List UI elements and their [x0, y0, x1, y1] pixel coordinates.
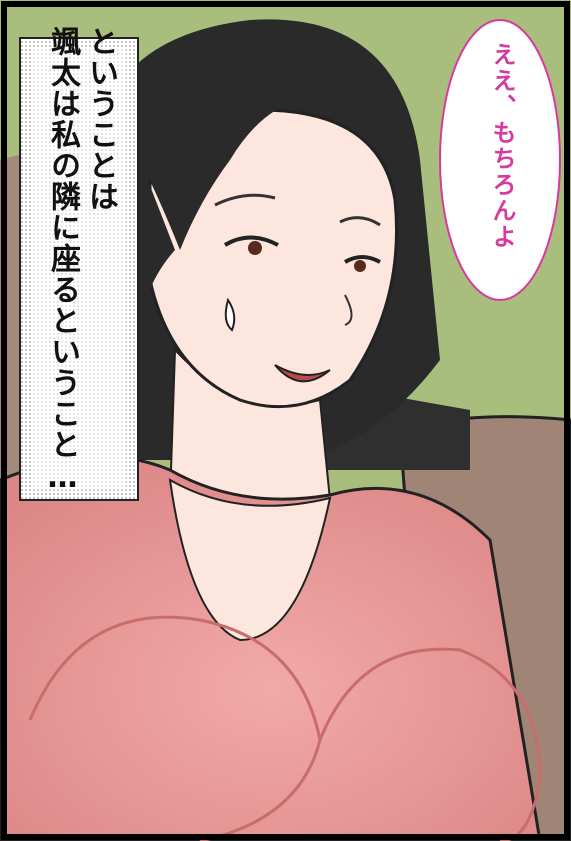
sweat-drop — [224, 297, 236, 332]
left-eye — [223, 235, 279, 247]
speech-bubble-text: ええ、もちろんよ — [488, 42, 516, 250]
left-eyebrow — [214, 193, 276, 207]
narration-line-2: 颯太は私の隣に座るということ… — [45, 26, 80, 496]
neckline — [168, 478, 332, 642]
hair-bangs — [140, 40, 410, 250]
right-iris — [354, 260, 366, 272]
right-eye — [343, 255, 381, 264]
mouth — [274, 364, 331, 383]
speech-bubble-shape — [439, 19, 561, 301]
narration-box-inner — [32, 48, 126, 490]
bust-left — [28, 615, 322, 841]
bust-right — [318, 647, 542, 841]
narration-line-1: ということは — [83, 26, 118, 212]
left-iris — [248, 241, 262, 255]
nose — [344, 294, 353, 326]
right-eyebrow — [339, 216, 381, 227]
